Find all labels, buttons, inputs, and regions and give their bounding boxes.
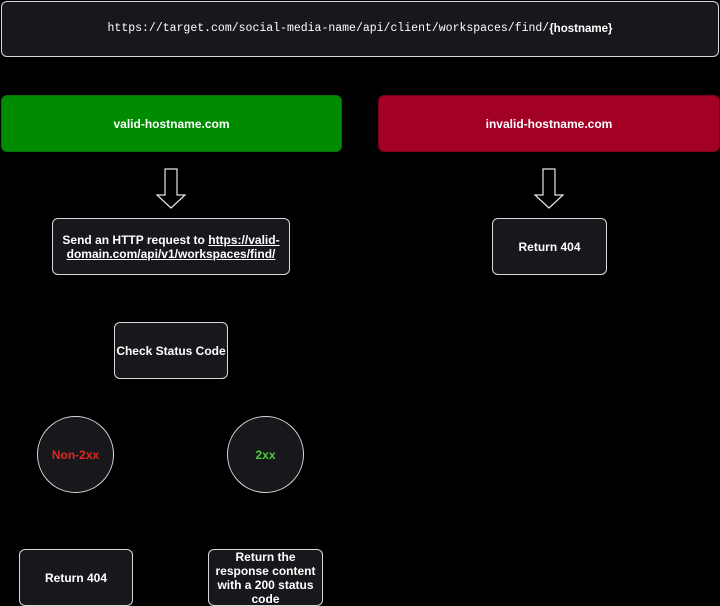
send-http-request-box: Send an HTTP request to https://valid-do… <box>52 218 290 275</box>
endpoint-url-text: https://target.com/social-media-name/api… <box>107 22 550 35</box>
invalid-hostname-label: invalid-hostname.com <box>485 116 613 131</box>
valid-hostname-box: valid-hostname.com <box>1 95 342 152</box>
send-request-prefix: Send an HTTP request to <box>62 232 209 247</box>
check-status-code-box: Check Status Code <box>114 322 228 379</box>
endpoint-url-box: https://target.com/social-media-name/api… <box>1 1 719 57</box>
return-response-content-box: Return the response content with a 200 s… <box>208 549 323 606</box>
valid-domain-link: https://valid-domain.com/api/v1/workspac… <box>66 232 280 261</box>
invalid-hostname-box: invalid-hostname.com <box>378 95 720 152</box>
check-status-code-label: Check Status Code <box>116 343 226 358</box>
invalid-return-404-label: Return 404 <box>518 239 581 254</box>
down-arrow-icon <box>155 168 187 209</box>
2xx-label: 2xx <box>255 447 276 462</box>
hostname-param: {hostname} <box>549 23 613 35</box>
non-2xx-node: Non-2xx <box>37 416 114 493</box>
down-arrow-icon <box>533 168 565 209</box>
send-http-request-text: Send an HTTP request to https://valid-do… <box>53 233 289 261</box>
return-404-box: Return 404 <box>19 549 133 606</box>
valid-hostname-label: valid-hostname.com <box>113 116 230 131</box>
invalid-return-404-box: Return 404 <box>492 218 607 275</box>
return-response-content-label: Return the response content with a 200 s… <box>215 549 316 606</box>
2xx-node: 2xx <box>227 416 304 493</box>
non-2xx-label: Non-2xx <box>51 447 100 462</box>
return-404-label: Return 404 <box>44 570 108 585</box>
